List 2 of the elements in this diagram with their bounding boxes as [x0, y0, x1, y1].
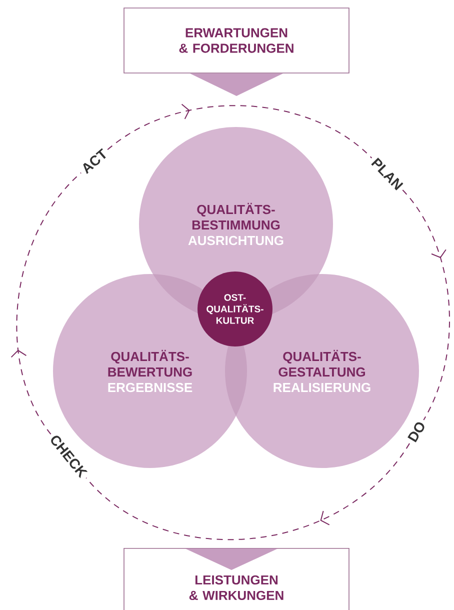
output-box: LEISTUNGEN & WIRKUNGEN [124, 548, 350, 610]
input-box: ERWARTUNGEN & FORDERUNGEN [124, 8, 350, 96]
